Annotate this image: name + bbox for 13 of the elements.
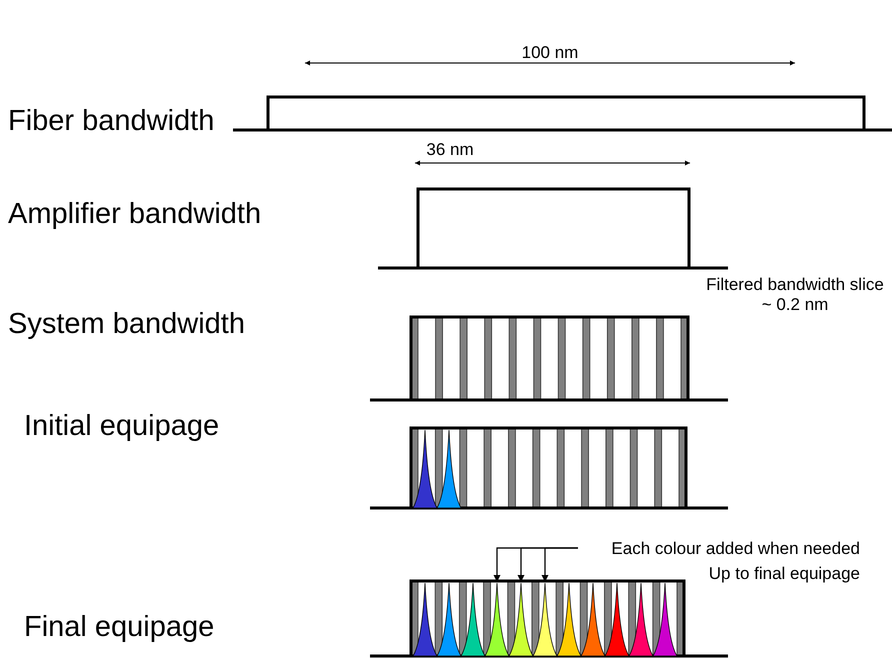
row-label: System bandwidth bbox=[8, 307, 245, 342]
annotation-text: Filtered bandwidth slice ~ 0.2 nm bbox=[705, 275, 885, 315]
row-label: Fiber bandwidth bbox=[8, 104, 214, 139]
spectral-peak bbox=[484, 582, 510, 656]
dimension-label: 36 nm bbox=[425, 139, 475, 161]
leader-arrow bbox=[541, 547, 578, 582]
spectral-peak bbox=[508, 582, 534, 656]
dimension-label: 100 nm bbox=[520, 42, 580, 64]
row-label: Final equipage bbox=[24, 610, 214, 645]
spectral-peak bbox=[532, 582, 558, 656]
callout-text: Each colour added when needed Up to final equipage bbox=[598, 536, 860, 586]
row-label: Initial equipage bbox=[24, 409, 220, 444]
row-label: Amplifier bandwidth bbox=[8, 197, 262, 232]
